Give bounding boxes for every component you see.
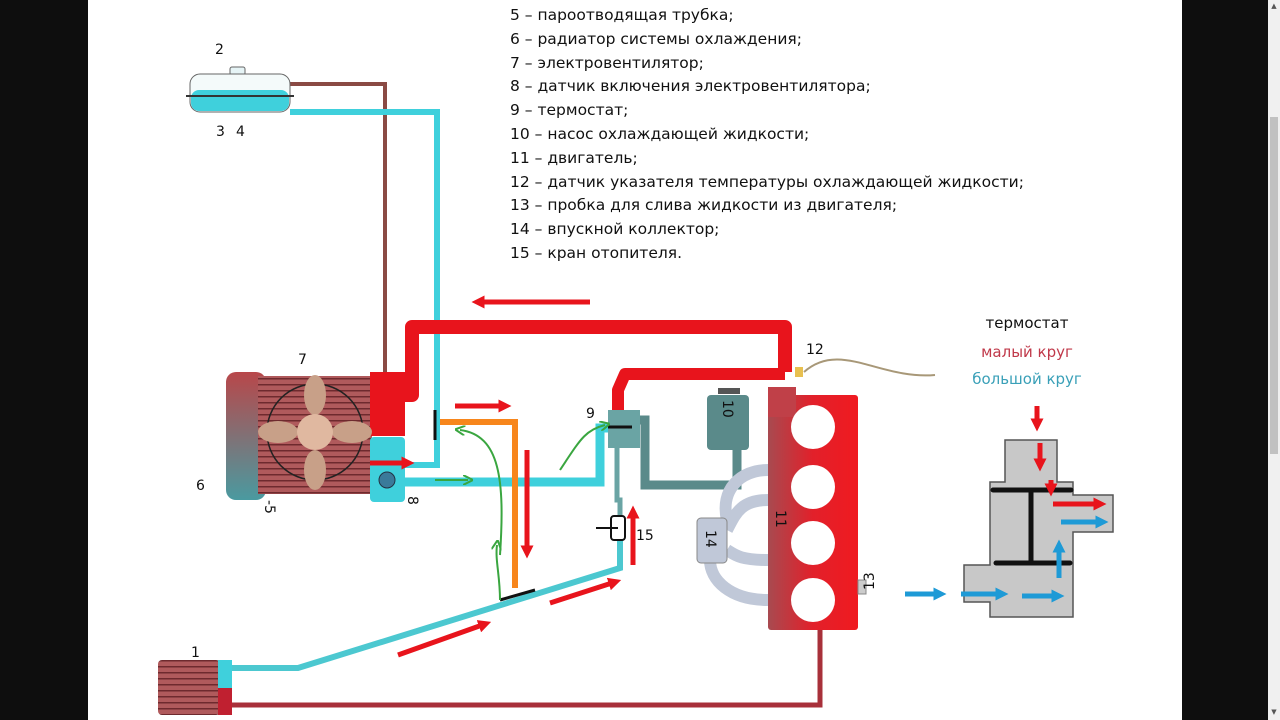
legend-item: 10 – насос охлаждающей жидкости;: [510, 124, 810, 143]
legend-item: 8 – датчик включения электровентилятора;: [510, 77, 871, 96]
label-6: 6: [196, 478, 205, 494]
sensor-wire: [803, 358, 936, 377]
legend-list: 5 – пароотводящая трубка; 6 – радиатор с…: [510, 4, 1024, 266]
legend-item: 7 – электровентилятор;: [510, 53, 704, 72]
label-8: 8: [404, 496, 420, 505]
label-5: -5: [261, 500, 277, 514]
heater-cold-pipe: [232, 540, 623, 671]
label-4: 4: [236, 124, 245, 140]
label-15: 15: [636, 528, 654, 544]
fan-sensor: [378, 471, 396, 489]
label-1: 1: [191, 645, 200, 661]
scrollbar[interactable]: ▲ ▼: [1268, 0, 1280, 720]
label-7: 7: [298, 352, 307, 368]
hot-hose-top: [400, 320, 792, 402]
label-2: 2: [215, 42, 224, 58]
temp-sensor: [795, 367, 803, 377]
label-3: 3: [216, 124, 225, 140]
green-flow-arrows: [435, 425, 605, 601]
scrollbar-thumb[interactable]: [1270, 117, 1278, 454]
legend-item: 15 – кран отопителя.: [510, 243, 683, 262]
scroll-up-icon[interactable]: ▲: [1271, 2, 1277, 10]
small-circuit-label: малый круг: [981, 343, 1073, 361]
label-11: 11: [772, 510, 788, 528]
legend-item: 11 – двигатель;: [510, 148, 638, 167]
legend-item: 13 – пробка для слива жидкости из двигат…: [510, 196, 898, 215]
legend-item: 12 – датчик указателя температуры охлажд…: [510, 172, 1024, 191]
bypass-pipe: [640, 415, 742, 490]
thermostat-9: [608, 410, 640, 448]
thermostat-inset: термостат малый круг большой круг: [905, 314, 1114, 618]
hot-hose-thermostat: [612, 368, 785, 412]
steam-pipe: [290, 82, 387, 375]
drain-plug: [857, 579, 867, 595]
label-9: 9: [586, 406, 595, 422]
scroll-down-icon[interactable]: ▼: [1271, 708, 1277, 716]
flow-arrows: [370, 295, 640, 658]
radiator: [226, 372, 405, 502]
label-12: 12: [806, 342, 824, 358]
intake-14: [696, 517, 728, 564]
tank-cold-pipe: [290, 109, 440, 468]
expansion-tank: [186, 66, 294, 113]
legend-item: 6 – радиатор системы охлаждения;: [510, 29, 802, 48]
return-pipe: [232, 628, 823, 708]
big-circuit-label: большой круг: [972, 370, 1082, 388]
heater-core: [158, 660, 220, 715]
label-14: 14: [702, 530, 718, 548]
pump-10: [707, 395, 749, 450]
legend-item: 9 – термостат;: [510, 101, 629, 120]
legend-item: 5 – пароотводящая трубка;: [510, 6, 734, 24]
thermostat-title: термостат: [986, 314, 1069, 332]
label-10: 10: [719, 400, 735, 418]
heater-feed-pipe: [614, 448, 623, 525]
legend-item: 14 – впускной коллектор;: [510, 220, 720, 239]
label-13: 13: [862, 572, 878, 590]
orange-pipe: [440, 419, 518, 588]
engine: [768, 367, 867, 630]
intake-manifold: [704, 464, 769, 606]
